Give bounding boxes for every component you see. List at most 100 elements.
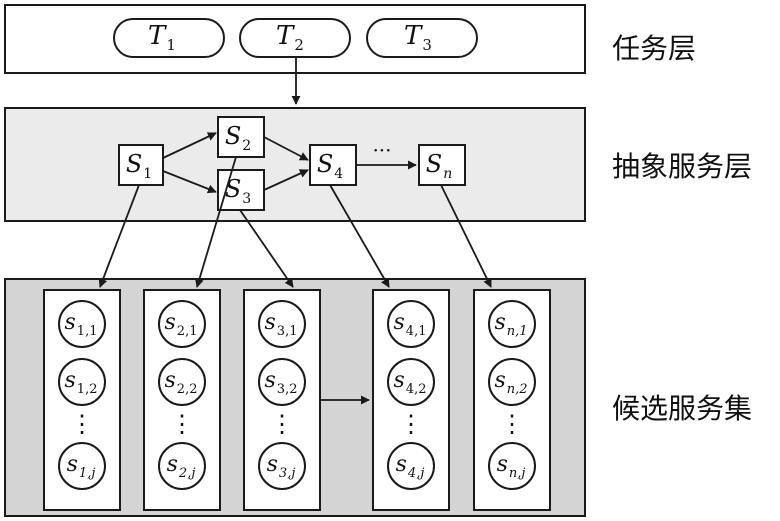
candidate-service-label: s4,j — [396, 452, 425, 481]
candidate-service-node — [158, 358, 206, 406]
candidate-vertical-ellipsis: ⋮ — [70, 410, 94, 438]
candidate-column-4: s4,1s4,2s4,j⋮ — [372, 289, 450, 511]
abstract-s2-sub: 2 — [242, 138, 251, 154]
abstract-s2-label: S2 — [225, 122, 251, 154]
abstract-sn-box — [418, 144, 466, 186]
abstract-s2-base: S — [225, 122, 241, 150]
abstract-s4-base: S — [317, 150, 333, 178]
abstract-s1-sub: 1 — [143, 166, 152, 182]
candidate-service-sub: 4,1 — [406, 324, 427, 339]
task-t2-sub: 2 — [294, 36, 304, 54]
candidate-service-label: sn,1 — [494, 310, 527, 339]
task-t3: T3 — [366, 18, 478, 58]
candidate-service-base: s — [165, 310, 176, 335]
task-t2-label: T2 — [276, 21, 304, 54]
candidate-service-sub: 1,2 — [77, 382, 98, 397]
candidate-service-sub: 1,1 — [77, 324, 98, 339]
candidate-service-label: sn,2 — [494, 368, 527, 397]
arrow-s1-to-s3 — [162, 170, 217, 194]
candidate-service-node — [488, 442, 536, 490]
candidate-service-base: s — [394, 368, 405, 393]
layer-label-abstract: 抽象服务层 — [612, 150, 752, 183]
candidate-column-3: s3,1s3,2s3,j⋮ — [243, 289, 321, 511]
abstract-sn-base: S — [426, 150, 442, 178]
candidate-service-label: s3,2 — [265, 368, 298, 397]
candidate-service-node — [158, 300, 206, 348]
candidate-service-label: s3,j — [267, 452, 296, 481]
candidate-service-sub: 4,j — [407, 466, 424, 481]
candidate-service-node — [258, 300, 306, 348]
candidate-column-1: s1,1s1,2s1,j⋮ — [43, 289, 121, 511]
layer-label-candidate: 候选服务集 — [612, 392, 752, 425]
abstract-s1-label: S1 — [126, 150, 152, 182]
candidate-service-label: s1,j — [67, 452, 96, 481]
candidate-service-node — [58, 358, 106, 406]
candidate-vertical-ellipsis: ⋮ — [270, 410, 294, 438]
candidate-vertical-ellipsis: ⋮ — [399, 410, 423, 438]
candidate-service-sub: n,j — [509, 466, 526, 481]
candidate-service-sub: 4,2 — [406, 382, 427, 397]
abstract-s3-sub: 3 — [242, 191, 251, 207]
candidate-service-base: s — [265, 310, 276, 335]
candidate-service-base: s — [497, 452, 508, 477]
task-t3-sub: 3 — [422, 36, 432, 54]
abstract-sn: Sn — [418, 144, 466, 186]
candidate-service-sub: n,2 — [507, 382, 528, 397]
abstract-s4: S4 — [309, 144, 357, 186]
candidate-service-node — [258, 358, 306, 406]
candidate-vertical-ellipsis: ⋮ — [500, 410, 524, 438]
task-t3-base: T — [404, 21, 423, 51]
candidate-service-base: s — [267, 452, 278, 477]
arrow-s1-to-s2 — [162, 132, 217, 159]
abstract-s2-box — [217, 116, 265, 158]
arrow-s2-to-col2 — [195, 156, 237, 288]
abstract-s1-box — [118, 144, 164, 186]
task-t2-shape — [239, 18, 351, 58]
abstract-ellipsis: ··· — [372, 138, 391, 162]
candidate-service-node — [58, 300, 106, 348]
task-t2-base: T — [276, 21, 295, 51]
candidate-service-label: s1,2 — [65, 368, 98, 397]
candidate-service-base: s — [265, 368, 276, 393]
candidate-service-label: s2,j — [167, 452, 196, 481]
candidate-service-sub: 2,j — [178, 466, 195, 481]
candidate-vertical-ellipsis: ⋮ — [170, 410, 194, 438]
candidate-service-label: s4,2 — [394, 368, 427, 397]
candidate-service-sub: 3,1 — [277, 324, 298, 339]
abstract-s4-label: S4 — [317, 150, 343, 182]
arrow-s4-to-col4 — [329, 184, 390, 288]
candidate-service-node — [488, 358, 536, 406]
candidate-service-node — [387, 300, 435, 348]
task-t1-sub: 1 — [166, 36, 176, 54]
abstract-service-layer — [4, 107, 586, 222]
abstract-s3: S3 — [217, 169, 265, 211]
candidate-service-base: s — [494, 368, 505, 393]
candidate-service-base: s — [165, 368, 176, 393]
candidate-service-sub: 1,j — [79, 466, 95, 481]
candidate-service-sub: 2,2 — [177, 382, 198, 397]
arrow-s1-to-col1 — [98, 184, 140, 288]
candidate-service-label: s1,1 — [65, 310, 98, 339]
candidate-service-node — [488, 300, 536, 348]
candidate-service-node — [58, 442, 106, 490]
candidate-service-node — [258, 442, 306, 490]
candidate-service-base: s — [65, 310, 76, 335]
task-t3-label: T3 — [404, 21, 432, 54]
candidate-service-sub: 3,j — [279, 466, 295, 481]
arrow-s3-to-s4 — [263, 169, 309, 191]
candidate-service-sub: 2,1 — [177, 324, 198, 339]
abstract-s1-base: S — [126, 150, 142, 178]
candidate-service-base: s — [167, 452, 178, 477]
candidate-service-label: s4,1 — [394, 310, 427, 339]
abstract-s4-box — [309, 144, 357, 186]
candidate-service-base: s — [396, 452, 407, 477]
abstract-s4-sub: 4 — [334, 166, 343, 182]
candidate-service-node — [158, 442, 206, 490]
abstract-sn-label: Sn — [426, 150, 452, 182]
candidate-service-label: sn,j — [497, 452, 526, 481]
candidate-column-2: s2,1s2,2s2,j⋮ — [143, 289, 221, 511]
candidate-service-base: s — [67, 452, 78, 477]
abstract-s1: S1 — [118, 144, 164, 186]
candidate-service-base: s — [494, 310, 505, 335]
